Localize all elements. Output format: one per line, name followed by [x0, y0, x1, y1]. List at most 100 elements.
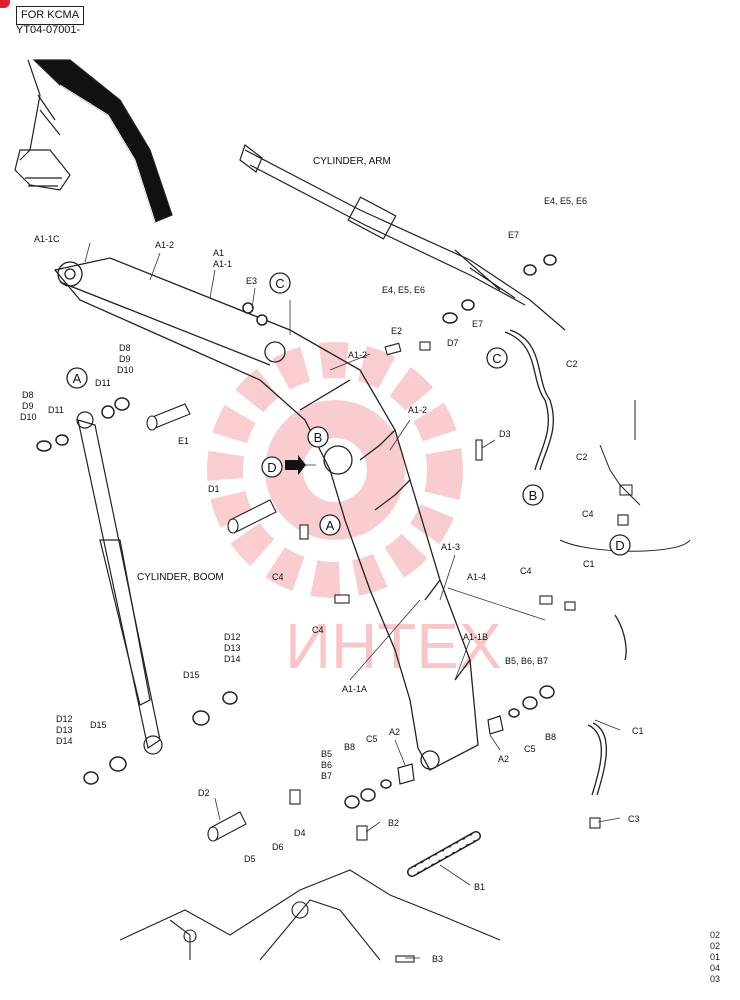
boom-cylinder — [76, 411, 163, 755]
label-d13-right: D13 — [224, 643, 241, 653]
label-a2-left: A2 — [389, 727, 400, 737]
serial-range: YT04-07001- — [16, 24, 81, 36]
label-d9-right: D9 — [119, 354, 131, 364]
label-b3: B3 — [432, 954, 443, 964]
callout-d-main: D — [267, 460, 276, 475]
label-d6: D6 — [272, 842, 284, 852]
fittings — [289, 341, 629, 963]
callout-c-top: C — [275, 276, 284, 291]
side-code: 02 — [710, 930, 721, 940]
label-c4-left: C4 — [272, 572, 284, 582]
label-d11-right: D11 — [95, 378, 111, 388]
pin-d2 — [207, 811, 247, 842]
label-d8-left: D8 — [22, 390, 34, 400]
detail-d-view — [559, 400, 691, 552]
side-code: 04 — [710, 963, 721, 973]
leader-lines — [84, 242, 621, 959]
label-d13-left: D13 — [56, 725, 73, 735]
model-tag: FOR KCMA — [16, 6, 84, 25]
callout-c-hose: C — [492, 351, 501, 366]
pin-d1 — [227, 499, 277, 534]
label-a1-3: A1-3 — [441, 542, 460, 552]
label-a2-right: A2 — [498, 754, 509, 764]
side-code: 03 — [710, 974, 721, 984]
callout-b-main: B — [314, 430, 323, 445]
part-labels: A1-1C A1-2 A1 A1-1 E3 A1-2 E1 E2 D7 E4, … — [20, 196, 644, 964]
label-b8-right: B8 — [545, 732, 556, 742]
label-b7: B7 — [321, 771, 332, 781]
side-code: 01 — [710, 952, 721, 962]
callout-d-detail: D — [615, 538, 624, 553]
label-d11-left: D11 — [48, 405, 64, 415]
label-d1: D1 — [208, 484, 220, 494]
label-c4-right: C4 — [520, 566, 532, 576]
bushings-a2 — [397, 715, 504, 785]
label-d2: D2 — [198, 788, 210, 798]
label-a1-1b: A1-1B — [463, 632, 488, 642]
label-c2-top: C2 — [566, 359, 578, 369]
hoses — [504, 329, 627, 796]
boom-structure — [53, 257, 479, 771]
label-c1-top: C1 — [583, 559, 595, 569]
label-e7-mid: E7 — [472, 319, 483, 329]
label-b5b6b7-right: B5, B6, B7 — [505, 656, 548, 666]
label-c5-right: C5 — [524, 744, 536, 754]
label-c4-mid: C4 — [312, 625, 324, 635]
label-c3: C3 — [628, 814, 640, 824]
label-a1-1c: A1-1C — [34, 234, 60, 244]
watermark-gear-logo — [207, 342, 463, 598]
label-e4e5e6-mid: E4, E5, E6 — [382, 285, 425, 295]
title-cylinder-arm: CYLINDER, ARM — [313, 156, 391, 167]
side-codes: 02 02 01 04 03 — [710, 930, 720, 985]
label-b2: B2 — [388, 818, 399, 828]
label-a1: A1 — [213, 248, 224, 258]
label-c2-detail: C2 — [576, 452, 588, 462]
label-e3: E3 — [246, 276, 257, 286]
excavator-overview — [14, 59, 173, 223]
label-d12-right: D12 — [224, 632, 241, 642]
label-d7: D7 — [447, 338, 459, 348]
callout-b-hose: B — [529, 488, 538, 503]
label-a1-1a: A1-1A — [342, 684, 367, 694]
label-e2: E2 — [391, 326, 402, 336]
label-d12-left: D12 — [56, 714, 73, 724]
pin-e1 — [146, 403, 191, 431]
label-d8-right: D8 — [119, 343, 131, 353]
label-d5: D5 — [244, 854, 256, 864]
label-d3: D3 — [499, 429, 511, 439]
label-e4e5e6-top: E4, E5, E6 — [544, 196, 587, 206]
callout-a-left: A — [73, 371, 82, 386]
title-cylinder-boom: CYLINDER, BOOM — [137, 572, 224, 583]
label-d14-right: D14 — [224, 654, 241, 664]
pin-b1 — [407, 831, 481, 877]
label-a1-1: A1-1 — [213, 259, 232, 269]
label-e1: E1 — [178, 436, 189, 446]
side-code: 02 — [710, 941, 721, 951]
label-d10-left: D10 — [20, 412, 37, 422]
label-d9-left: D9 — [22, 401, 34, 411]
label-c1-lower: C1 — [632, 726, 644, 736]
washers — [36, 254, 557, 809]
label-c4-detail: C4 — [582, 509, 594, 519]
label-b6: B6 — [321, 760, 332, 770]
label-a1-4: A1-4 — [467, 572, 486, 582]
label-d10-right: D10 — [117, 365, 134, 375]
label-d15-right: D15 — [183, 670, 200, 680]
label-a1-2-top: A1-2 — [155, 240, 174, 250]
label-c5-left: C5 — [366, 734, 378, 744]
callout-a-main: A — [326, 518, 335, 533]
label-d15-left: D15 — [90, 720, 107, 730]
boom-base-bracket — [119, 869, 501, 961]
label-b8-left: B8 — [344, 742, 355, 752]
label-a1-2-lower: A1-2 — [408, 405, 427, 415]
label-a1-2-mid: A1-2 — [348, 350, 367, 360]
label-b1: B1 — [474, 882, 485, 892]
label-d14-left: D14 — [56, 736, 73, 746]
callout-circles — [66, 272, 631, 556]
label-d4: D4 — [294, 828, 306, 838]
corner-marker — [0, 0, 10, 8]
arm-cylinder — [239, 144, 566, 331]
view-arrow-d — [285, 455, 306, 475]
label-b5: B5 — [321, 749, 332, 759]
